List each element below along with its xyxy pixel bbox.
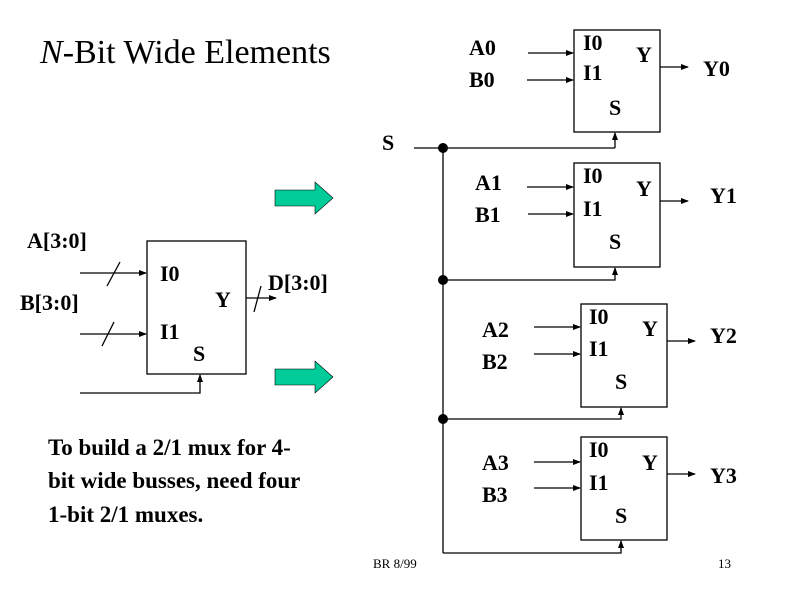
bus-input-b-label: B[3:0] [20, 290, 79, 315]
mux-pin-i1: I1 [589, 336, 609, 361]
bus-mux-pin-y: Y [215, 287, 231, 312]
bus-mux-pin-s: S [193, 341, 205, 366]
right-arrow-icon [274, 181, 334, 215]
description-line: To build a 2/1 mux for 4- [48, 435, 291, 460]
mux-pin-i0: I0 [583, 163, 603, 188]
mux-pin-i0: I0 [583, 30, 603, 55]
mux-output-label: Y1 [710, 183, 737, 208]
mux-output-label: Y2 [710, 323, 737, 348]
mux-pin-i1: I1 [583, 196, 603, 221]
mux-select-wire [443, 540, 624, 554]
description-line: 1-bit 2/1 muxes. [48, 502, 203, 527]
description-line: bit wide busses, need four [48, 468, 300, 493]
slide-title: N-Bit Wide Elements [39, 34, 331, 71]
mux-3: I0 I1 Y S A3 B3 Y3 [443, 436, 737, 554]
mux-pin-y: Y [636, 176, 652, 201]
mux-pin-i0: I0 [589, 304, 609, 329]
mux-0: I0 I1 Y S A0 B0 Y0 [469, 29, 730, 148]
mux-input-a-label: A0 [469, 35, 496, 60]
mux-output-label: Y3 [710, 463, 737, 488]
mux-1: I0 I1 Y S A1 B1 Y1 [443, 162, 737, 281]
bus-width-slash [101, 321, 115, 347]
mux-pin-i0: I0 [589, 437, 609, 462]
mux-select-wire [443, 267, 618, 281]
mux-input-a-label: A3 [482, 450, 509, 475]
mux-input-a-label: A1 [475, 170, 502, 195]
mux-pin-s: S [615, 369, 627, 394]
bus-mux-pin-i0: I0 [160, 261, 180, 286]
mux-input-b-label: B2 [482, 349, 508, 374]
mux-pin-y: Y [636, 42, 652, 67]
mux-pin-i1: I1 [589, 470, 609, 495]
junction-dot [438, 143, 448, 153]
mux-pin-s: S [609, 95, 621, 120]
bus-mux-box [146, 240, 247, 375]
bus-select-wire [80, 374, 203, 394]
mux-pin-s: S [609, 229, 621, 254]
mux-input-a-label: A2 [482, 317, 509, 342]
bus-output-label: D[3:0] [268, 270, 328, 295]
mux-box [580, 303, 668, 408]
mux-pin-i1: I1 [583, 60, 603, 85]
mux-pin-s: S [615, 503, 627, 528]
mux-box [573, 29, 661, 133]
footer-left: BR 8/99 [373, 556, 417, 571]
bus-width-slash [106, 261, 121, 287]
mux-input-b-label: B1 [475, 202, 501, 227]
mux-input-b-label: B0 [469, 67, 495, 92]
bus-width-slash [253, 285, 262, 313]
mux-2: I0 I1 Y S A2 B2 Y2 [443, 303, 737, 420]
bus-input-a-label: A[3:0] [27, 228, 87, 253]
mux-input-b-label: B3 [482, 482, 508, 507]
mux-pin-y: Y [642, 450, 658, 475]
right-arrow-icon [274, 360, 334, 394]
mux-output-label: Y0 [703, 56, 730, 81]
bus-mux: I0 I1 Y S A[3:0] B[3:0] D[3:0] [20, 228, 328, 394]
bus-mux-pin-i1: I1 [160, 319, 180, 344]
page-number: 13 [718, 556, 731, 571]
mux-box [580, 436, 668, 541]
mux-select-wire [443, 407, 624, 420]
select-label: S [382, 130, 394, 155]
mux-pin-y: Y [642, 316, 658, 341]
